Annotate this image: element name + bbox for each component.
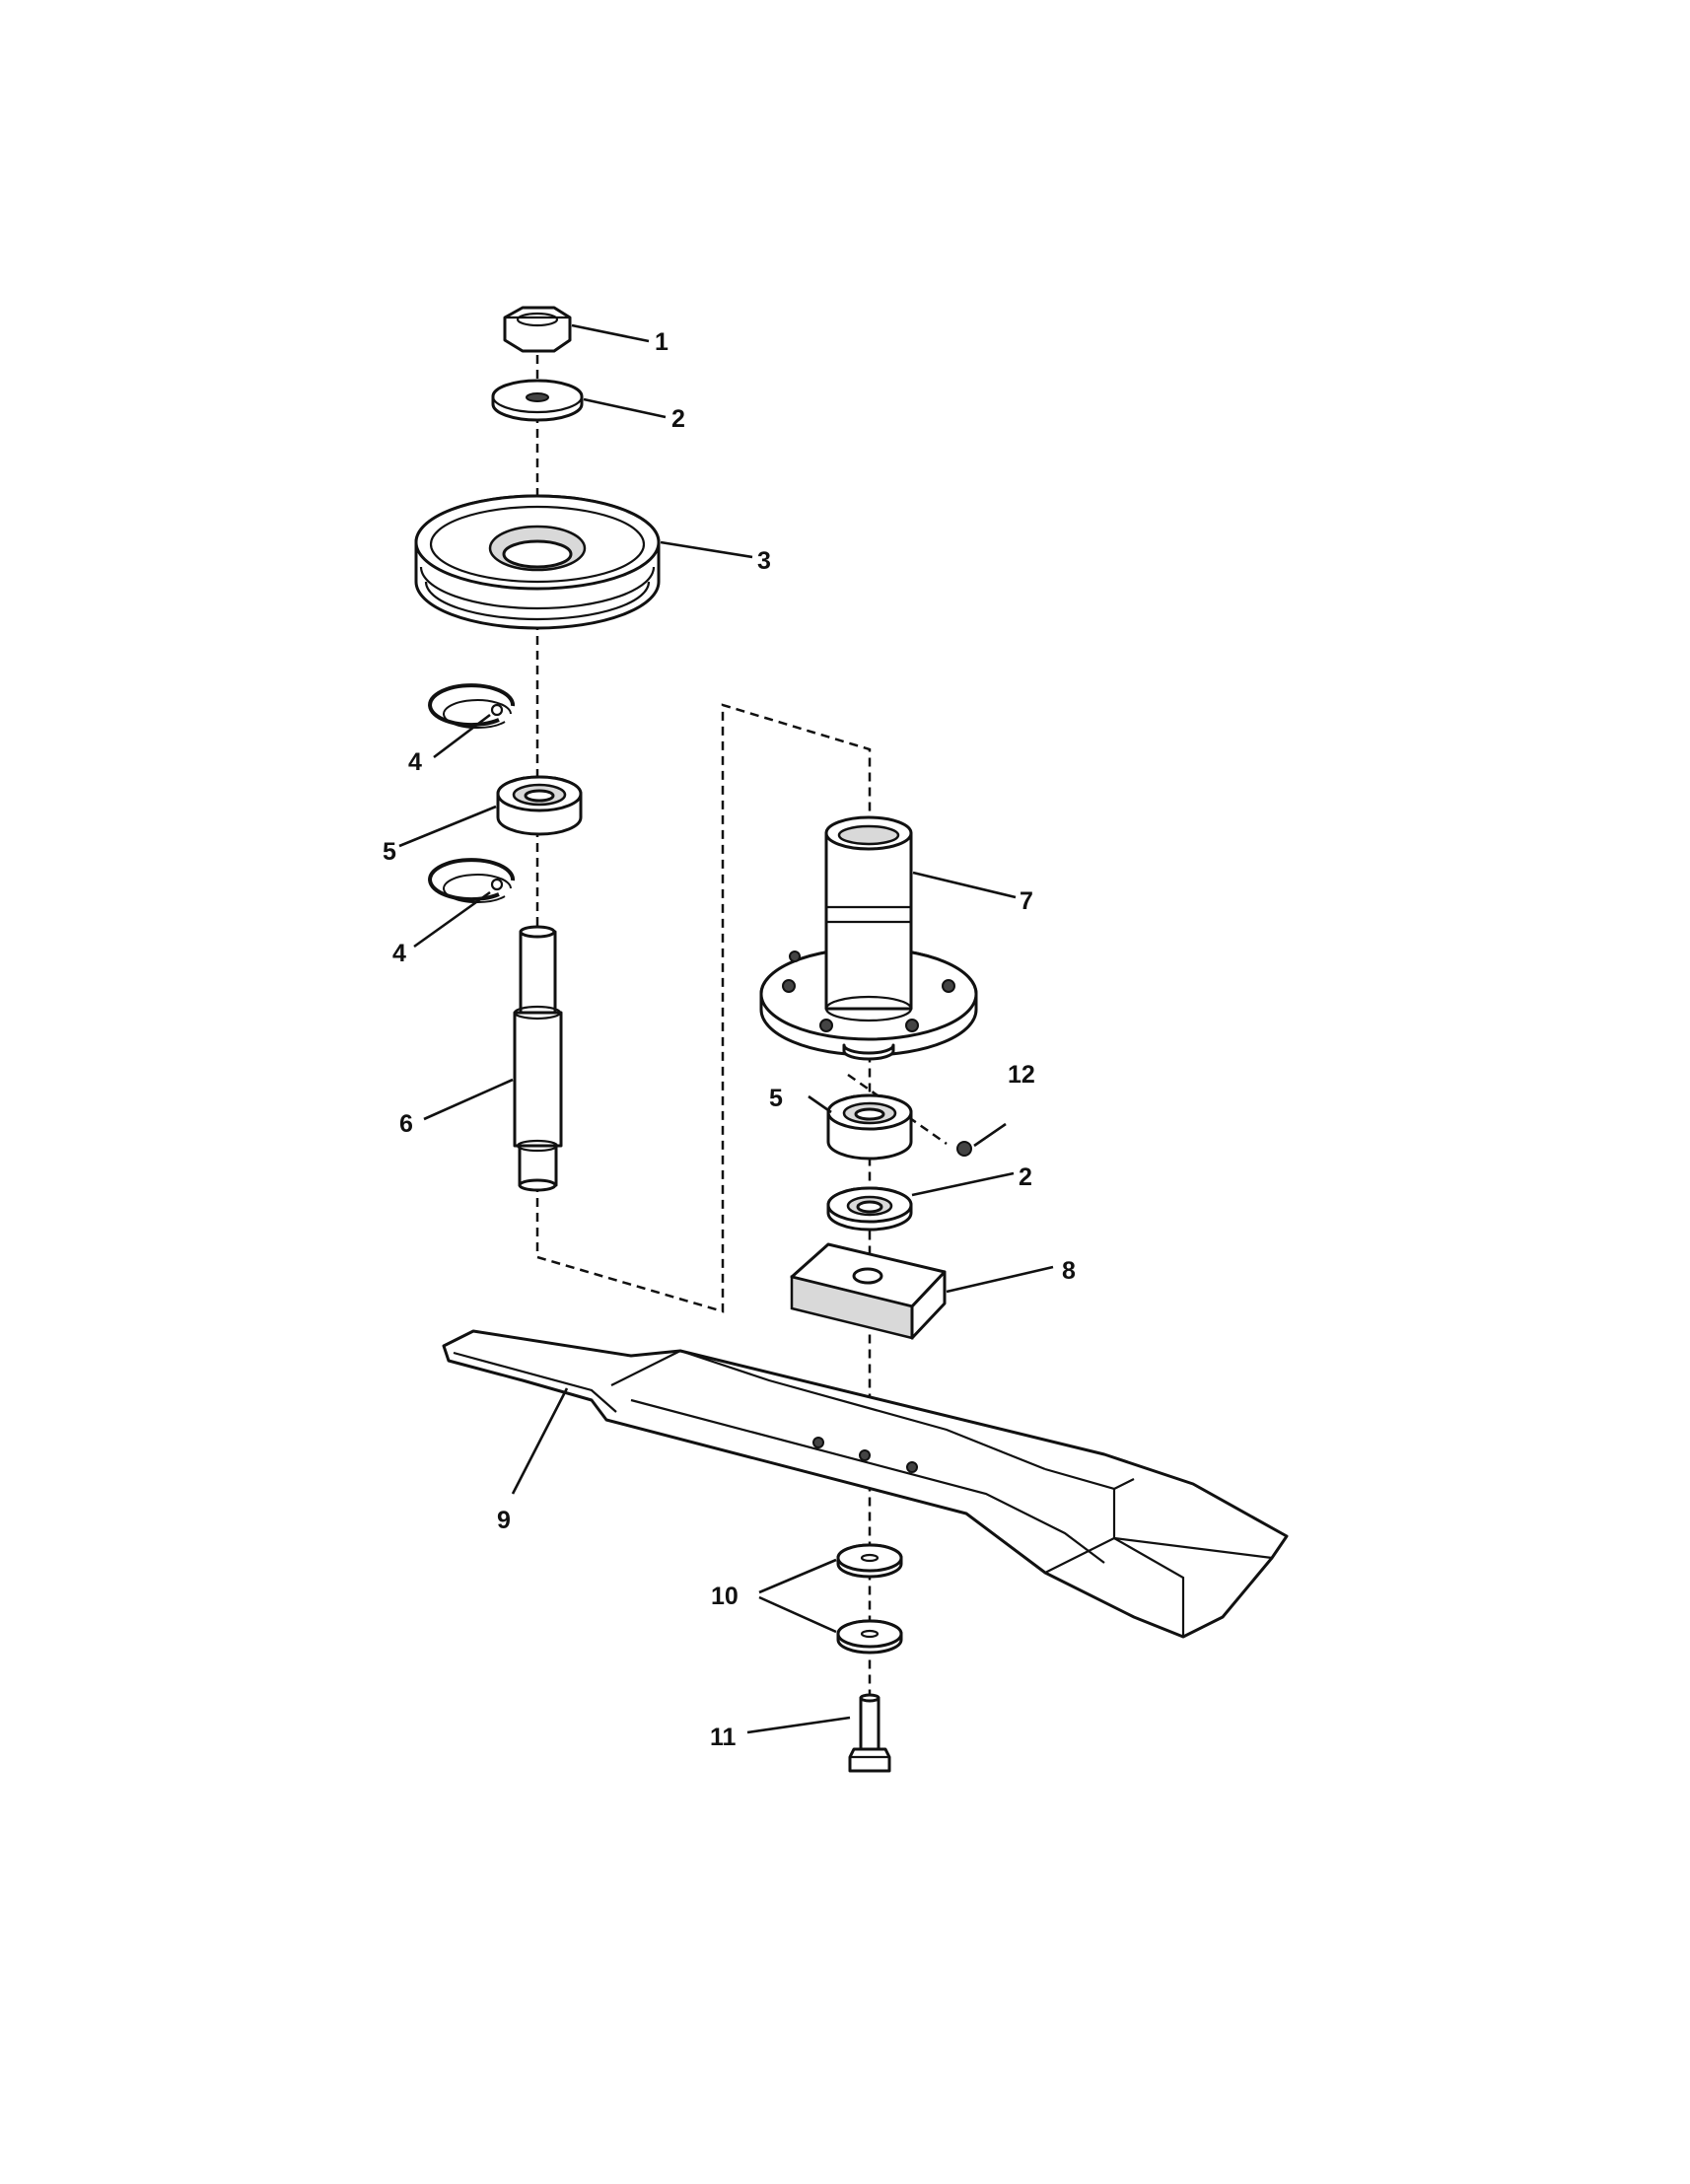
callout-3: 3 <box>757 547 771 575</box>
lower-bearing-part <box>826 1093 913 1161</box>
callout-4-upper: 4 <box>408 748 422 776</box>
callout-6: 6 <box>399 1110 413 1138</box>
callout-labels: 1 2 3 4 5 4 6 7 12 5 2 8 9 10 11 <box>383 328 1076 1751</box>
callout-10: 10 <box>711 1583 739 1610</box>
callout-12: 12 <box>1008 1061 1035 1089</box>
grease-fitting-part <box>956 1141 972 1157</box>
callout-9: 9 <box>497 1507 511 1534</box>
callout-7: 7 <box>1020 887 1033 915</box>
callout-5-lower: 5 <box>769 1085 783 1112</box>
upper-bearing-part <box>496 775 583 836</box>
blade-bolt-part <box>848 1693 891 1773</box>
callout-2-lower: 2 <box>1019 1163 1032 1191</box>
lower-washer-part <box>826 1186 913 1232</box>
blade-washer-upper-part <box>836 1543 903 1579</box>
spindle-housing-part <box>759 815 978 1061</box>
callout-2-upper: 2 <box>671 405 685 433</box>
pulley-part <box>414 494 661 630</box>
upper-snap-ring-part <box>428 683 516 730</box>
callout-11: 11 <box>710 1724 737 1751</box>
lower-snap-ring-part <box>428 858 516 904</box>
hex-nut-part <box>503 306 572 353</box>
leader-lines <box>398 323 1054 1734</box>
upper-washer-part <box>491 379 584 422</box>
blade-washer-lower-part <box>836 1619 903 1655</box>
callout-8: 8 <box>1062 1257 1076 1285</box>
callout-1: 1 <box>655 328 669 356</box>
callout-5-upper: 5 <box>383 838 396 866</box>
mower-blade-part <box>442 1329 1289 1639</box>
spindle-shaft-part <box>513 925 563 1192</box>
callout-4-lower: 4 <box>392 940 406 967</box>
spacer-block-part <box>790 1242 947 1340</box>
